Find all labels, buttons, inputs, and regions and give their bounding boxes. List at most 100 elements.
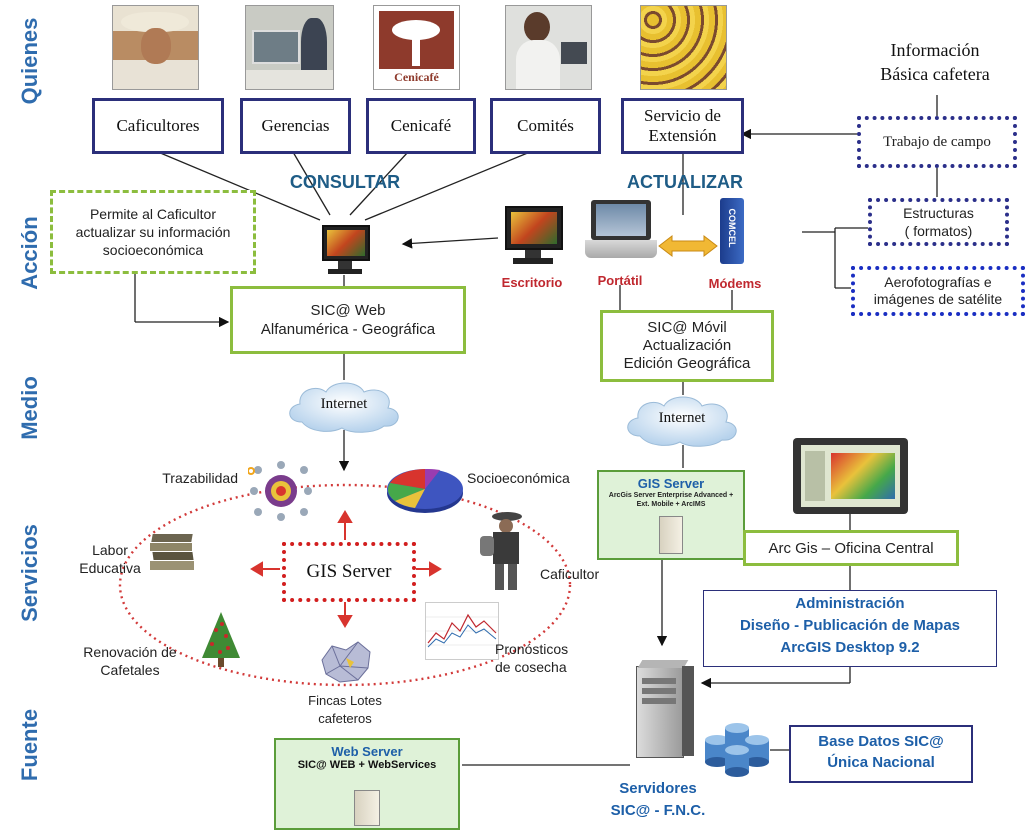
internet-label-left: Internet [320,396,368,412]
web-server-tower-icon [354,790,380,826]
sicweb-line2: Alfanumérica - Geográfica [260,321,436,338]
gis-server-sub2: Ext. Mobile + ArcIMS [636,501,706,508]
row-label-fuente: Fuente [17,708,42,782]
escritorio-monitor-icon [505,206,563,266]
gis-server-center-box[interactable]: GIS Server [282,542,416,602]
servicio-line1: Servicio de [644,106,721,125]
sicmovil-line1: SIC@ Móvil [647,319,727,336]
caficultor-label: Caficultor [540,566,600,582]
row-label-accion: Acción [17,216,42,290]
servidores-line2: SIC@ - F.N.C. [610,802,706,819]
base-line1: Base Datos SIC@ [818,733,944,750]
consult-monitor-icon [322,225,370,277]
gis-server-tower-icon [659,516,683,554]
renovacion-line2: Cafetales [100,662,160,678]
base-datos-box[interactable]: Base Datos SIC@ Única Nacional [789,725,973,783]
trabajo-campo-label: Trabajo de campo [883,134,991,150]
modem-icon: COMCEL [720,198,744,264]
escritorio-label: Escritorio [501,275,563,290]
gerencias-box[interactable]: Gerencias [240,98,351,154]
cenicafe-label: Cenicafé [390,116,452,135]
books-icon [150,530,194,574]
arcgis-oficina-label: Arc Gis – Oficina Central [768,539,934,557]
web-server-box[interactable]: Web Server SIC@ WEB + WebServices [274,738,460,830]
web-server-sub: SIC@ WEB + WebServices [297,759,437,771]
server-tower-icon [628,660,700,760]
administracion-box[interactable]: Administración Diseño - Publicación de M… [703,590,997,667]
modems-label: Módems [708,276,762,291]
caficultores-label: Caficultores [116,116,200,135]
database-icon [703,722,771,780]
web-server-title: Web Server [331,744,403,759]
extension-team-photo [640,5,727,90]
internet-cloud-left: Internet [282,378,406,434]
renovacion-label: Renovación de Cafetales [65,643,195,679]
admin-line3: ArcGIS Desktop 9.2 [780,639,920,656]
trabajo-campo-box[interactable]: Trabajo de campo [857,116,1017,168]
admin-line1: Administración [795,595,905,612]
caficultores-box[interactable]: Caficultores [92,98,224,154]
servidores-line1: Servidores [619,780,697,797]
caficultor-photo [112,5,199,90]
socioeconomica-label: Socioeconómica [467,470,570,486]
gis-server-title: GIS Server [637,476,705,491]
base-line2: Única Nacional [827,754,935,771]
pronosticos-label: Pronósticos de cosecha [495,640,595,676]
cenicafe-logo-text: Cenicafé [394,70,439,84]
modem-brand-text: COMCEL [727,208,737,248]
gerencias-label: Gerencias [261,116,330,135]
permite-line3: socioeconómica [102,242,204,258]
sicmovil-line3: Edición Geográfica [623,355,751,372]
permite-box[interactable]: Permite al Caficultor actualizar su info… [50,190,256,274]
cenicafe-box[interactable]: Cenicafé [366,98,476,154]
fincas-label: Fincas Lotes cafeteros [290,692,400,728]
actualizar-label: ACTUALIZAR [627,172,743,192]
permite-line2: actualizar su información [75,224,231,240]
info-basica-title: Información Básica cafetera [860,38,1010,86]
row-label-medio: Medio [17,376,42,440]
aerofoto-box[interactable]: Aerofotografías e imágenes de satélite [851,266,1025,316]
servicio-extension-box[interactable]: Servicio de Extensión [621,98,744,154]
info-basica-line1: Información [890,40,980,60]
fincas-map-icon [318,638,374,686]
aerofoto-line2: imágenes de satélite [873,291,1003,307]
trazabilidad-diagram-icon [247,460,314,522]
comites-photo [505,5,592,90]
coffee-tree-icon [198,610,244,668]
internet-cloud-right: Internet [620,392,744,448]
sicweb-box[interactable]: SIC@ Web Alfanumérica - Geográfica [230,286,466,354]
pronosticos-line1: Pronósticos [495,641,569,657]
trazabilidad-label: Trazabilidad [162,470,238,486]
pronosticos-line2: de cosecha [495,659,567,675]
servicio-line2: Extensión [648,126,717,145]
labor-line1: Labor [92,542,128,558]
arcgis-monitor-icon [793,438,908,514]
gis-server-box[interactable]: GIS Server ArcGis Server Enterprise Adva… [597,470,745,560]
pronosticos-chart-icon [425,602,499,660]
info-basica-line2: Básica cafetera [880,64,990,84]
estructuras-line2: ( formatos) [904,223,973,239]
portatil-label: Portátil [597,273,643,288]
servidores-label: Servidores SIC@ - F.N.C. [588,778,728,822]
estructuras-line1: Estructuras [903,205,974,221]
comites-box[interactable]: Comités [490,98,601,154]
labor-line2: Educativa [79,560,141,576]
consultar-label: CONSULTAR [289,172,401,192]
portatil-laptop-icon [585,200,657,266]
socioeconomica-pie-icon [385,463,465,517]
fincas-line2: cafeteros [318,711,372,726]
gerencias-photo [245,5,334,90]
caficultor-figure-icon [478,512,526,592]
sicweb-line1: SIC@ Web [310,302,386,319]
permite-line1: Permite al Caficultor [89,206,217,222]
cenicafe-logo: Cenicafé [373,5,460,90]
row-label-quienes: Quienes [17,17,42,105]
fincas-line1: Fincas Lotes [308,693,382,708]
sicmovil-line2: Actualización [642,337,732,354]
arcgis-oficina-box[interactable]: Arc Gis – Oficina Central [743,530,959,566]
gis-server-sub1: ArcGis Server Enterprise Advanced + [608,492,734,499]
sicmovil-box[interactable]: SIC@ Móvil Actualización Edición Geográf… [600,310,774,382]
admin-line2: Diseño - Publicación de Mapas [739,617,961,634]
estructuras-box[interactable]: Estructuras ( formatos) [868,198,1009,246]
